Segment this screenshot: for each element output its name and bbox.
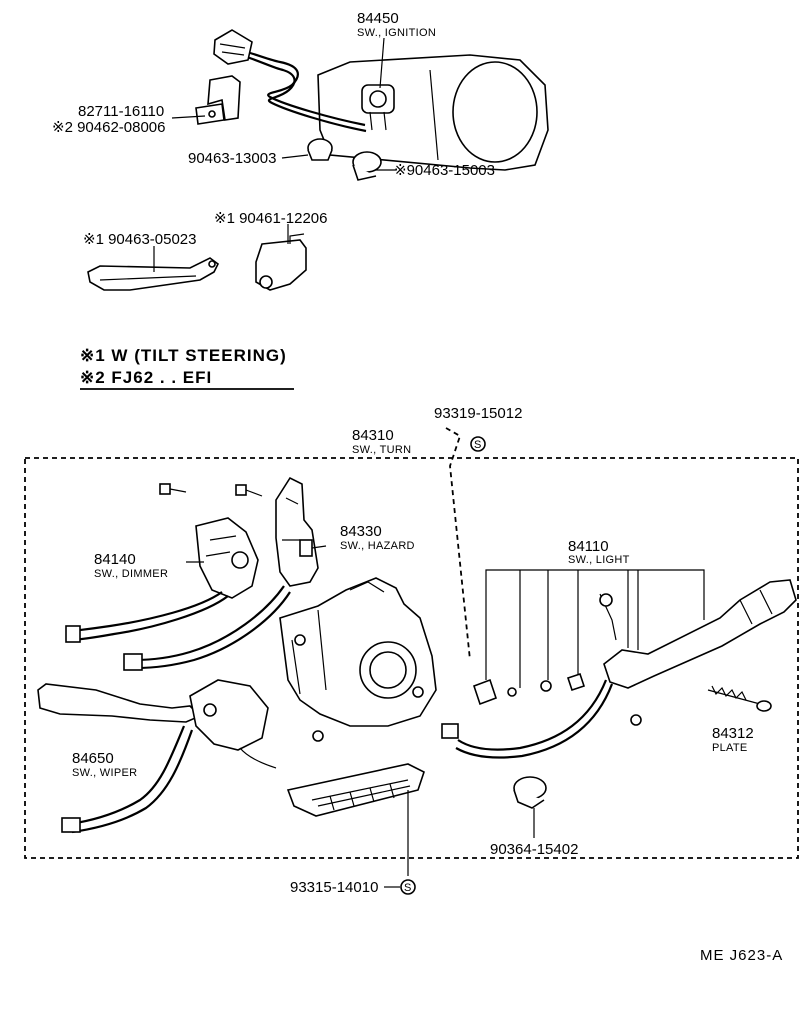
ignition-part-name: SW., IGNITION — [357, 27, 436, 39]
tilt-clip-part-number: ※1 90461-12206 — [214, 210, 328, 227]
screw-top-part-number: 93319-15012 — [434, 405, 522, 422]
mounting-bracket — [195, 75, 241, 125]
connector-part-number: 93315-14010 — [290, 879, 378, 896]
screw-marker-top-label: S — [474, 439, 482, 451]
bracket-alt-part-number: ※2 90462-08006 — [52, 119, 166, 136]
bracket-part-number: 82711-16110 — [78, 103, 164, 120]
light-part-number: 84110 — [568, 538, 609, 555]
turn-switch-body — [279, 577, 437, 727]
dimmer-wire — [71, 591, 223, 633]
wiper-part-name: SW., WIPER — [72, 767, 137, 779]
wiper-switch — [37, 679, 269, 751]
dimmer-part-number: 84140 — [94, 551, 136, 568]
ignition-part-number: 84450 — [357, 10, 399, 27]
connector-block — [286, 763, 425, 817]
plate-part-name: PLATE — [712, 742, 748, 754]
hazard-switch — [275, 476, 319, 587]
light-part-name: SW., LIGHT — [568, 554, 630, 566]
tilt-bracket-part-number: ※1 90463-05023 — [83, 231, 197, 248]
column-bore — [452, 61, 538, 163]
plate-part-number: 84312 — [712, 725, 754, 742]
ignition-group: 84450 SW., IGNITION 82711-16110 ※2 90462… — [52, 10, 549, 181]
notes-block: ※1 W (TILT STEERING) ※2 FJ62 . . EFI — [80, 346, 294, 390]
wiper-wire — [69, 725, 186, 826]
clamp-a-part-number: 90463-13003 — [188, 150, 276, 167]
note-efi: ※2 FJ62 . . EFI — [80, 368, 212, 387]
tilt-parts-group: ※1 90463-05023 ※1 90461-12206 — [83, 210, 328, 291]
combination-switch-group: S S 93319-15012 84310 SW., TURN 84330 SW… — [24, 405, 799, 896]
hazard-wire — [133, 585, 285, 662]
note-tilt-steering: ※1 W (TILT STEERING) — [80, 346, 287, 365]
dimmer-switch — [195, 517, 259, 599]
group-boundary — [24, 457, 799, 859]
screw-marker-bottom: S — [400, 879, 416, 895]
screw-1 — [159, 483, 187, 495]
hazard-part-number: 84330 — [340, 523, 382, 540]
clamp-c-part-number: 90364-15402 — [490, 841, 578, 858]
reference-code: ME J623-A — [700, 947, 783, 964]
tilt-bracket — [87, 257, 220, 291]
light-switch — [599, 579, 797, 726]
screw-2 — [235, 484, 263, 497]
dimmer-wire-end — [65, 625, 81, 643]
light-wire — [457, 679, 608, 751]
screw-marker-top: S — [470, 436, 486, 452]
wiper-part-number: 84650 — [72, 750, 114, 767]
ignition-connector — [213, 29, 253, 65]
clamp-b-part-number: ※90463-15003 — [394, 162, 495, 179]
light-parts-bracket — [485, 569, 705, 688]
hazard-part-name: SW., HAZARD — [340, 540, 415, 552]
clamp-a — [307, 138, 333, 161]
plate — [707, 685, 772, 712]
clamp-b — [352, 151, 382, 181]
tilt-clip — [255, 233, 307, 291]
light-small-parts — [472, 672, 586, 706]
clamp-c — [513, 776, 547, 809]
dimmer-part-name: SW., DIMMER — [94, 568, 168, 580]
ignition-switch-body — [361, 84, 395, 131]
screw-marker-bottom-label: S — [404, 882, 412, 894]
turn-part-number: 84310 — [352, 427, 394, 444]
turn-part-name: SW., TURN — [352, 444, 411, 456]
